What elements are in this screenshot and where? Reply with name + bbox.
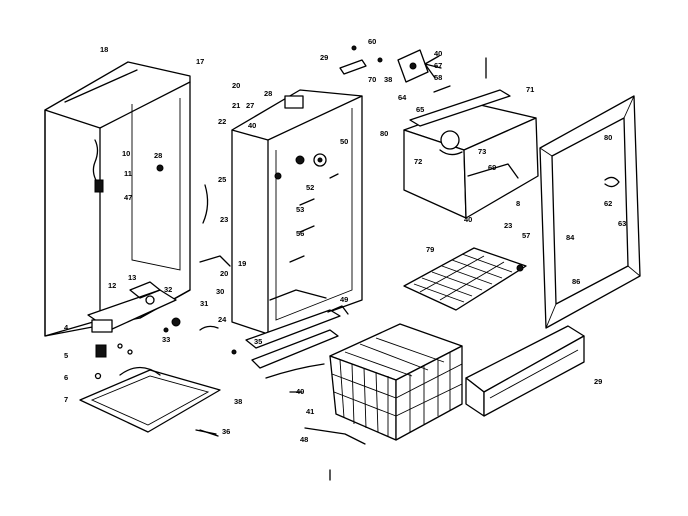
callout: 80 [604,133,612,142]
machine-compartment [87,281,219,380]
callout: 28 [154,151,162,160]
callout: 69 [488,163,496,172]
callout: 41 [306,407,314,416]
callout: 30 [216,287,224,296]
callout: 29 [320,53,328,62]
outer-cabinet [44,61,191,337]
drain-pan [79,366,221,437]
callout: 23 [504,221,512,230]
callout: 50 [340,137,348,146]
callout: 11 [124,169,132,178]
callout: 31 [200,299,208,308]
evaporator-cover [403,89,539,219]
callout: 35 [254,337,262,346]
callout: 86 [572,277,580,286]
callout: 4 [64,323,69,332]
callout: 71 [526,85,534,94]
callout: 38 [234,397,242,406]
callout: 38 [384,75,392,84]
callout: 63 [618,219,626,228]
callout: 20 [232,81,240,90]
callout: 13 [128,273,136,282]
callout: 21 [232,101,240,110]
callout: 80 [380,129,388,138]
door-gasket [539,95,641,329]
callout: 10 [122,149,130,158]
callout: 32 [164,285,172,294]
callout: 7 [64,395,68,404]
callout: 27 [246,101,254,110]
callout: 56 [296,229,304,238]
callout: 29 [594,377,602,386]
callout: 28 [264,89,272,98]
callout: 60 [368,37,376,46]
drawer-rail [245,305,349,379]
callout: 24 [218,315,227,324]
callout: 8 [516,199,520,208]
callout-labels: 18 17 10 11 47 28 20 21 22 28 27 40 13 1… [64,37,626,444]
callout: 25 [218,175,226,184]
callout: 49 [340,295,348,304]
wire-rack [403,247,527,311]
drawer-front [465,325,585,417]
callout: 57 [522,231,530,240]
callout: 48 [300,435,308,444]
callout: 23 [220,215,228,224]
callout: 84 [566,233,575,242]
callout: 19 [238,259,246,268]
callout: 70 [368,75,376,84]
callout: 33 [162,335,170,344]
callout: 47 [124,193,132,202]
callout: 52 [306,183,314,192]
inner-liner [199,89,363,335]
callout: 67 [434,61,442,70]
callout: 12 [108,281,116,290]
callout: 17 [196,57,204,66]
callout: 18 [100,45,108,54]
callout: 72 [414,157,422,166]
callout: 5 [64,351,68,360]
callout: 40 [248,121,256,130]
callout: 20 [220,269,228,278]
callout: 40 [434,49,442,58]
callout: 53 [296,205,304,214]
callout: 73 [478,147,486,156]
callout: 6 [64,373,68,382]
wire-basket [304,323,463,445]
callout: 22 [218,117,226,126]
callout: 40 [296,387,304,396]
callout: 62 [604,199,612,208]
callout: 65 [416,105,424,114]
callout: 36 [222,427,230,436]
callout: 79 [426,245,434,254]
callout: 40 [464,215,472,224]
fan-motor [339,45,451,93]
callout: 58 [434,73,442,82]
small-parts [163,57,487,481]
callout: 64 [398,93,407,102]
